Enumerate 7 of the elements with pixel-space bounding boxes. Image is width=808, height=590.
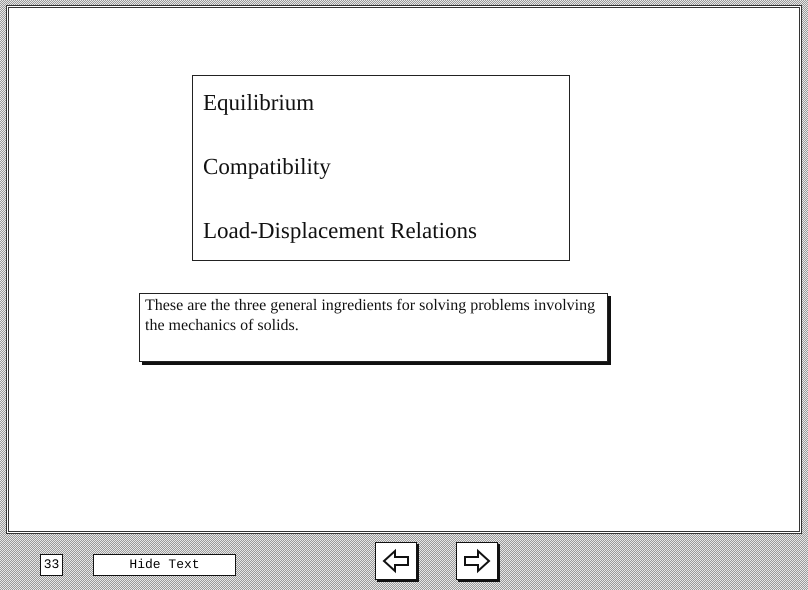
hide-text-button: Hide Text: [93, 554, 236, 576]
topic-box: [192, 75, 570, 261]
topic-text: Compatibility: [203, 154, 331, 180]
note-box: These are the three general ingredients for solving problems involving the mechanics of solids.: [139, 293, 608, 362]
slide-number: 33: [40, 554, 63, 576]
topic-text: Load-Displacement Relations: [203, 218, 478, 244]
topic-text: Equilibrium: [203, 90, 314, 116]
